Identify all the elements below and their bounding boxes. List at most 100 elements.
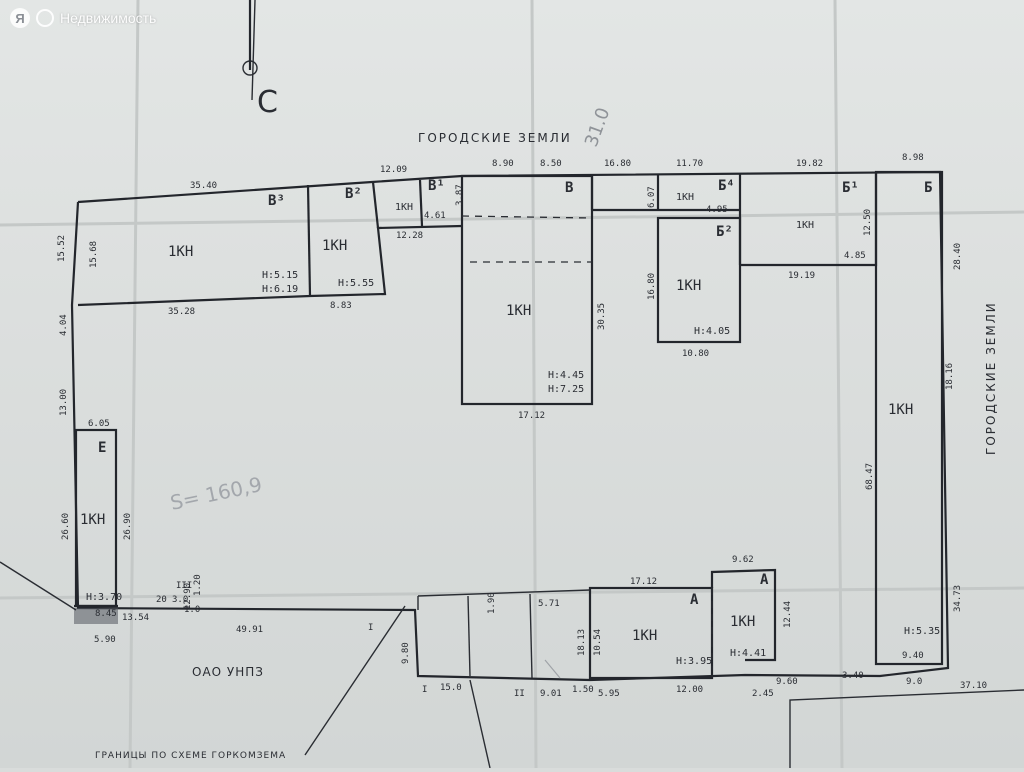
- dim: 8.50: [540, 159, 562, 169]
- type-b1: 1КН: [796, 220, 814, 231]
- dim: 6.07: [647, 186, 657, 208]
- dim: 9.80: [401, 642, 411, 664]
- dim: 15.0: [440, 683, 462, 693]
- dim: 12.44: [783, 601, 793, 628]
- dim: 17.12: [518, 411, 545, 421]
- label-a2: А: [760, 572, 769, 588]
- dim: 16.80: [647, 273, 657, 300]
- compass-letter: С: [257, 85, 278, 120]
- label-b4: Б⁴: [718, 178, 735, 194]
- dim: 30.35: [597, 303, 607, 330]
- label-v2: В²: [345, 186, 362, 202]
- site-boundary: [70, 170, 950, 682]
- label-b: Б: [924, 180, 932, 196]
- brand-logo-icon: Я: [10, 8, 30, 28]
- south-neighbor-label: ОАО УНПЗ: [192, 665, 264, 679]
- height-a1: Н:3.95: [676, 656, 712, 667]
- height-e: Н:3.70: [86, 592, 122, 603]
- label-v1: В¹: [428, 178, 445, 194]
- label-e: Е: [98, 440, 106, 456]
- dim: 9.01: [540, 689, 562, 699]
- height-a2: Н:4.41: [730, 648, 766, 659]
- dim: 4.04: [59, 314, 69, 336]
- dim: 15.52: [57, 235, 67, 262]
- type-a2: 1КН: [730, 614, 755, 630]
- dim: 6.05: [88, 419, 110, 429]
- dimension-labels-vertical: 15.52 15.68 4.04 13.00 26.60 26.90 30.35…: [57, 184, 963, 664]
- dim: 13.00: [59, 389, 69, 416]
- type-v: 1КН: [506, 303, 531, 319]
- type-b2: 1КН: [676, 278, 701, 294]
- height-v-2: Н:7.25: [548, 384, 584, 395]
- dim: 1.20: [193, 574, 203, 596]
- dim: 17.12: [630, 577, 657, 587]
- point-label: III: [176, 581, 192, 591]
- dim: 37.10: [960, 681, 987, 691]
- dim: 18.13: [577, 629, 587, 656]
- dim: 3.0: [172, 595, 188, 605]
- dim: 20: [156, 595, 167, 605]
- dim: 35.28: [168, 307, 195, 317]
- type-v1: 1КН: [395, 202, 413, 213]
- height-v2: Н:5.55: [338, 278, 374, 289]
- label-a1: А: [690, 592, 699, 608]
- dim: 10.54: [593, 629, 603, 656]
- east-neighbor-label: ГОРОДСКИЕ ЗЕМЛИ: [984, 301, 998, 455]
- type-b4: 1КН: [676, 192, 694, 203]
- dim: 9.60: [776, 677, 798, 687]
- dim: 4.61: [424, 211, 446, 221]
- dim: 5.71: [538, 599, 560, 609]
- pencil-top-note: 31.0: [581, 105, 614, 150]
- point-label: I: [368, 623, 373, 633]
- dim: 18.16: [945, 363, 955, 390]
- dim: 12.90: [183, 583, 193, 610]
- dim: 8.83: [330, 301, 352, 311]
- dim: 1.50: [572, 685, 594, 695]
- dimension-labels: 35.40 12.09 8.90 8.50 16.80 11.70 19.82 …: [88, 153, 987, 699]
- brand-name: Недвижимость: [60, 10, 157, 26]
- north-arrow: С: [242, 0, 278, 120]
- type-e: 1КН: [80, 512, 105, 528]
- type-v3: 1КН: [168, 244, 193, 260]
- label-v: В: [565, 180, 573, 196]
- dim: 4.85: [844, 251, 866, 261]
- dim: 4.95: [706, 205, 728, 215]
- height-v3-2: Н:6.19: [262, 284, 298, 295]
- dim: 8.98: [902, 153, 924, 163]
- watermark: Я Недвижимость: [10, 8, 156, 28]
- dim: 12.00: [676, 685, 703, 695]
- building-group-v: [74, 170, 944, 666]
- point-label: I: [422, 685, 427, 695]
- point-label: II: [514, 689, 525, 699]
- dim: 5.90: [94, 635, 116, 645]
- north-neighbor-label: ГОРОДСКИЕ ЗЕМЛИ: [418, 131, 572, 145]
- height-v-1: Н:4.45: [548, 370, 584, 381]
- label-b1: Б¹: [842, 180, 859, 196]
- dim: 26.90: [123, 513, 133, 540]
- type-v2: 1КН: [322, 238, 347, 254]
- dim: 28.40: [953, 243, 963, 270]
- pencil-area-note: S= 160,9: [168, 472, 264, 515]
- dim: 19.19: [788, 271, 815, 281]
- dim: 13.54: [122, 613, 149, 623]
- dim: 19.82: [796, 159, 823, 169]
- height-b: Н:5.35: [904, 626, 940, 637]
- dim: 26.60: [61, 513, 71, 540]
- dim: 8.45: [95, 609, 117, 619]
- boundary-note: ГРАНИЦЫ ПО СХЕМЕ ГОРКОМЗЕМА: [95, 751, 286, 761]
- brand-circle-icon: [36, 9, 54, 27]
- height-b2: Н:4.05: [694, 326, 730, 337]
- dim: 16.80: [604, 159, 631, 169]
- dim: 1.0: [184, 605, 200, 615]
- dim: 9.62: [732, 555, 754, 565]
- dim: 2.45: [752, 689, 774, 699]
- building-group-a: [417, 568, 777, 680]
- dim: 49.91: [236, 625, 263, 635]
- dim: 68.47: [865, 463, 875, 490]
- dim: 35.40: [190, 181, 217, 191]
- dim: 10.80: [682, 349, 709, 359]
- dim: 12.50: [863, 209, 873, 236]
